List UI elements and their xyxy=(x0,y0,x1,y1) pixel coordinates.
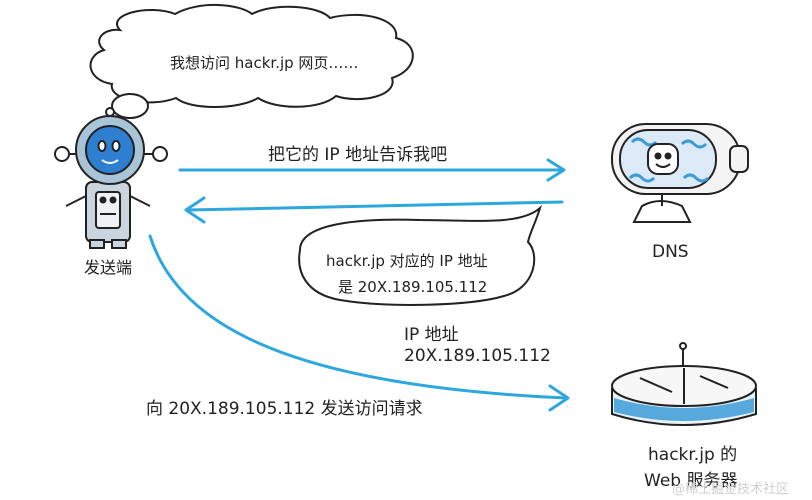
dns-label: DNS xyxy=(652,242,689,262)
sender-label: 发送端 xyxy=(84,258,133,277)
request-arrow xyxy=(148,234,570,412)
web-server-label-line1: hackr.jp 的 xyxy=(648,445,738,465)
answer-text-line1: hackr.jp 对应的 IP 地址 xyxy=(326,252,488,270)
arrows xyxy=(148,158,570,412)
sender-robot-icon xyxy=(54,107,168,249)
answer-speech-bubble xyxy=(298,204,542,306)
ask-dns-arrow xyxy=(178,158,566,182)
ip-label-line2: 20X.189.105.112 xyxy=(404,346,551,366)
answer-text-line2: 是 20X.189.105.112 xyxy=(338,278,488,296)
request-label: 向 20X.189.105.112 发送访问请求 xyxy=(146,399,423,419)
ip-label-line1: IP 地址 xyxy=(404,325,459,345)
thought-bubble xyxy=(89,4,414,148)
dns-server-icon xyxy=(611,123,749,223)
watermark: @稀土掘金技术社区 xyxy=(672,482,790,497)
ask-dns-label: 把它的 IP 地址告诉我吧 xyxy=(268,145,448,165)
web-server-label-line2: Web 服务器 xyxy=(644,471,738,491)
dns-reply-arrow xyxy=(184,196,564,224)
web-server-icon xyxy=(611,342,757,426)
thought-text: 我想访问 hackr.jp 网页…… xyxy=(170,54,359,72)
